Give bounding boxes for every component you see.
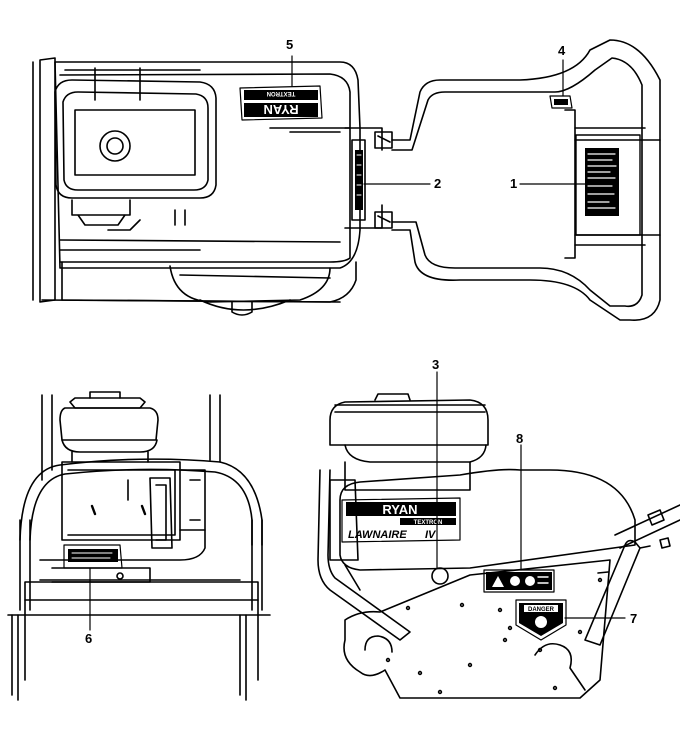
top-view-aerator: RYAN TEXTRON bbox=[32, 39, 661, 321]
callout-3: 3 bbox=[432, 357, 440, 372]
leader-lines-side bbox=[436, 371, 626, 619]
side-sub-text: TEXTRON bbox=[414, 520, 443, 526]
decal-4-handle bbox=[549, 95, 573, 109]
side-view-aerator: RYAN TEXTRON LAWNAIRE IV bbox=[317, 393, 680, 699]
callout-8: 8 bbox=[516, 431, 524, 446]
leader-lines-top bbox=[291, 55, 586, 185]
front-view-aerator bbox=[7, 391, 271, 701]
decal-5-sub-text: TEXTRON bbox=[267, 90, 296, 96]
decal-5-brand-text: RYAN bbox=[263, 102, 298, 117]
callout-1: 1 bbox=[510, 176, 518, 191]
decal-1-operator-instructions bbox=[585, 148, 619, 216]
callout-5: 5 bbox=[286, 37, 294, 52]
decal-3-ryan-side: RYAN TEXTRON LAWNAIRE IV bbox=[341, 497, 461, 543]
top-view-handle bbox=[391, 39, 661, 321]
callout-2: 2 bbox=[434, 176, 442, 191]
side-brand-text: RYAN bbox=[382, 502, 417, 517]
callout-7: 7 bbox=[630, 611, 638, 626]
side-model-suffix: IV bbox=[425, 529, 437, 541]
decal-5-ryan-top: RYAN TEXTRON bbox=[239, 85, 323, 121]
danger-text: DANGER bbox=[528, 607, 555, 613]
callout-6: 6 bbox=[85, 631, 93, 646]
decal-7-danger: DANGER bbox=[515, 599, 567, 641]
decal-2-side bbox=[355, 150, 363, 210]
callout-4: 4 bbox=[558, 43, 566, 58]
side-model-text: LAWNAIRE bbox=[348, 529, 407, 541]
decal-8-warning bbox=[483, 569, 555, 593]
decal-6-front bbox=[63, 544, 123, 569]
